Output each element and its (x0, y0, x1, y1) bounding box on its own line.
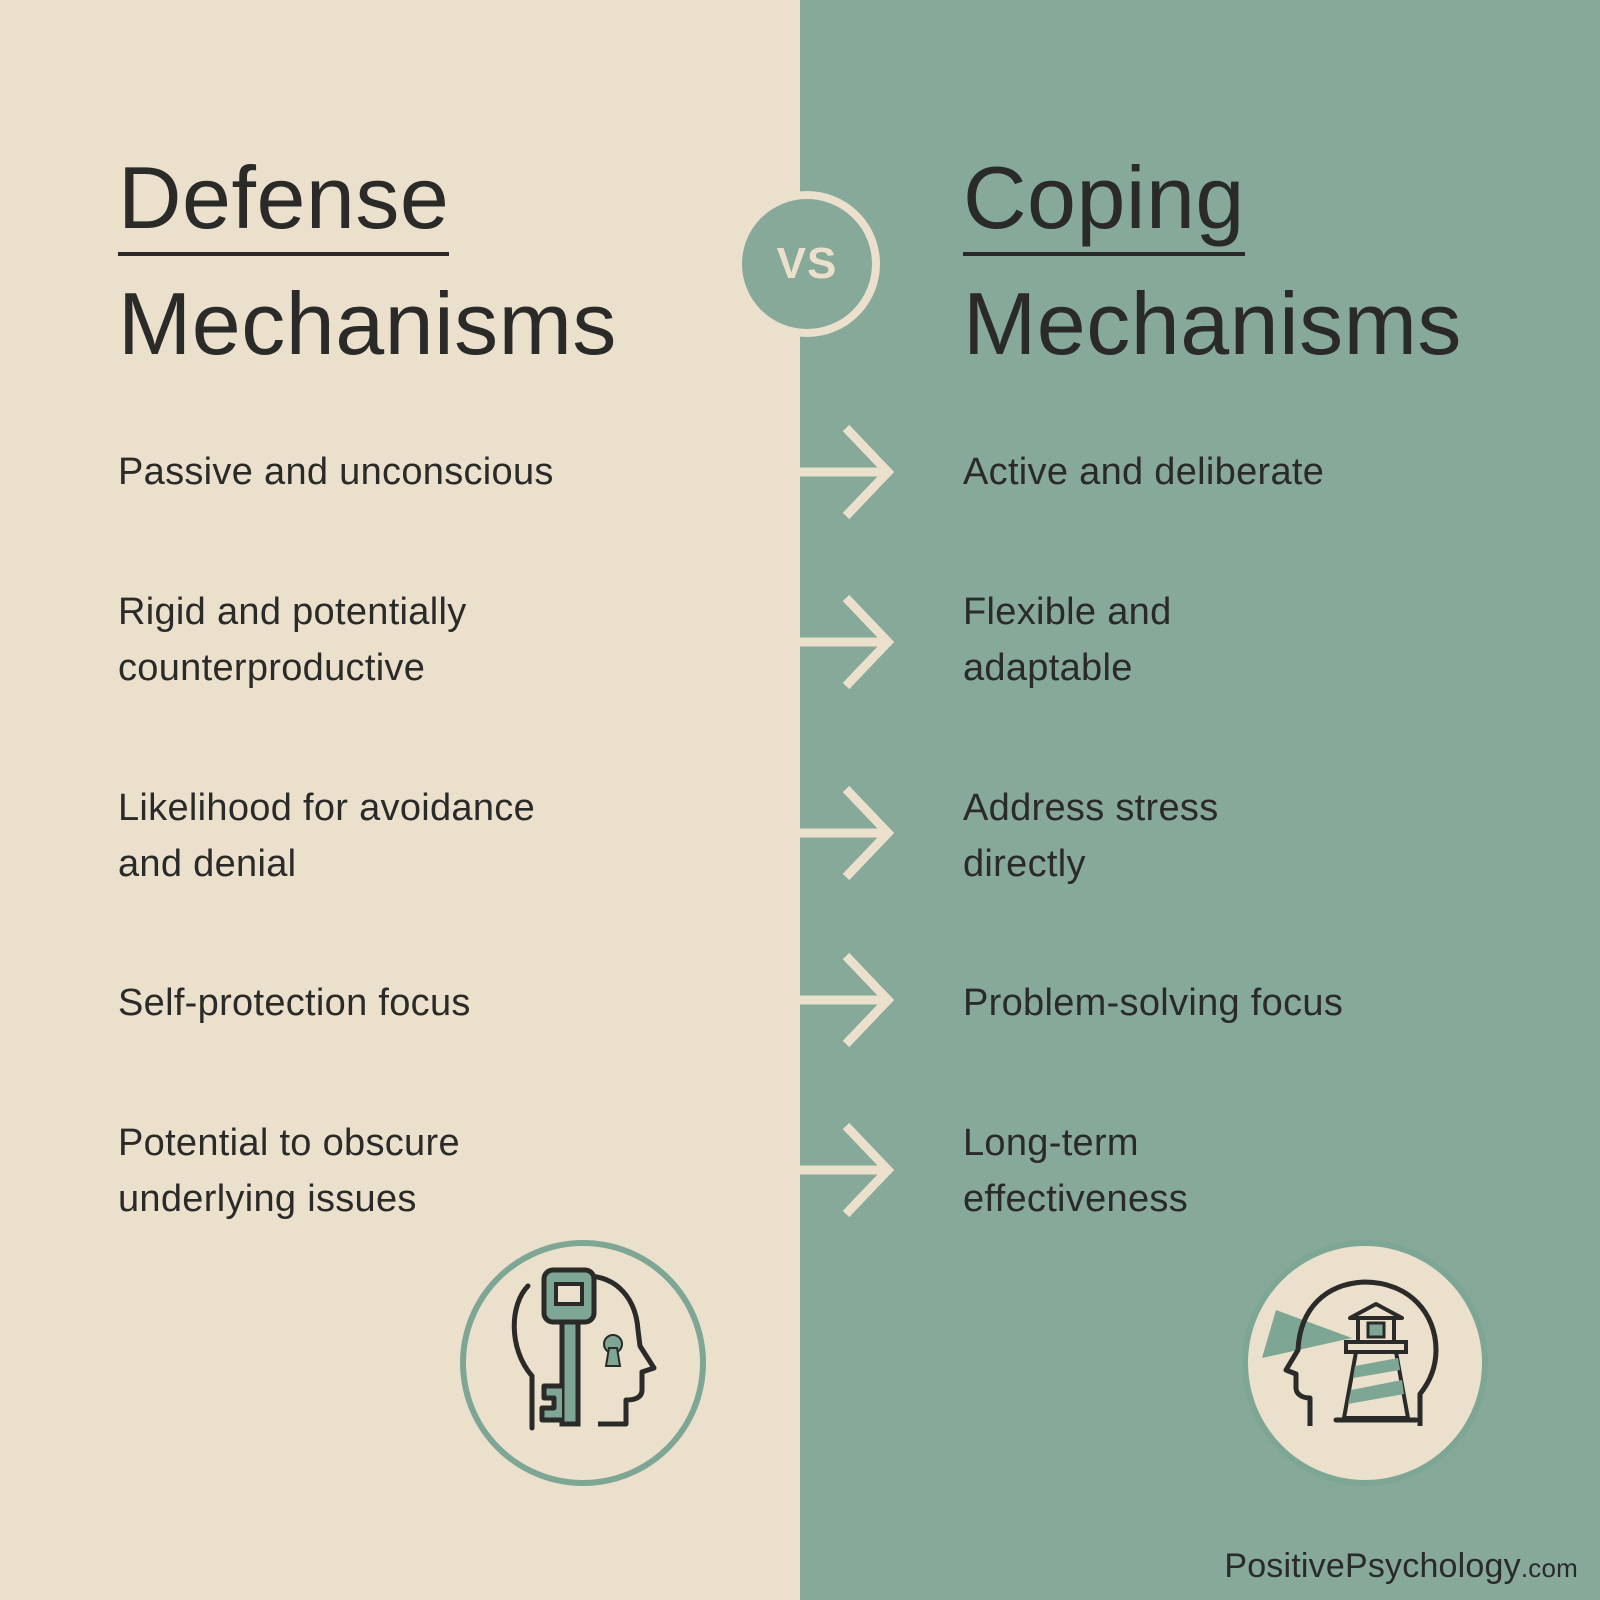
coping-title-line2: Mechanisms (963, 274, 1462, 373)
arrow-right-icon (800, 1122, 895, 1218)
defense-item-5: Potential to obscure underlying issues (118, 1122, 460, 1220)
vs-label: VS (776, 239, 838, 288)
coping-item-2: Flexible and adaptable (963, 591, 1172, 689)
arrow-right-icon (800, 424, 895, 520)
key-head-icon (460, 1240, 706, 1486)
defense-title: Defense Mechanisms (118, 138, 617, 384)
coping-title-line1: Coping (963, 146, 1245, 256)
coping-item-3: Address stress directly (963, 787, 1219, 885)
coping-title: Coping Mechanisms (963, 138, 1462, 384)
brand-suffix: .com (1520, 1553, 1578, 1583)
coping-item-4: Problem-solving focus (963, 982, 1344, 1024)
lighthouse-head-icon (1242, 1240, 1488, 1486)
coping-item-5: Long-term effectiveness (963, 1122, 1188, 1220)
defense-title-line1: Defense (118, 146, 450, 256)
defense-panel (0, 0, 800, 1600)
defense-item-2: Rigid and potentially counterproductive (118, 591, 467, 689)
arrow-right-icon (800, 785, 895, 881)
coping-item-1: Active and deliberate (963, 451, 1325, 493)
arrow-right-icon (800, 594, 895, 690)
vs-badge: VS (734, 191, 880, 337)
defense-item-4: Self-protection focus (118, 982, 471, 1024)
brand-footer: PositivePsychology.com (1224, 1547, 1578, 1586)
brand-name: PositivePsychology (1224, 1547, 1521, 1585)
defense-item-3: Likelihood for avoidance and denial (118, 787, 536, 885)
defense-title-line2: Mechanisms (118, 274, 617, 373)
arrow-right-icon (800, 952, 895, 1048)
defense-item-1: Passive and unconscious (118, 451, 554, 493)
